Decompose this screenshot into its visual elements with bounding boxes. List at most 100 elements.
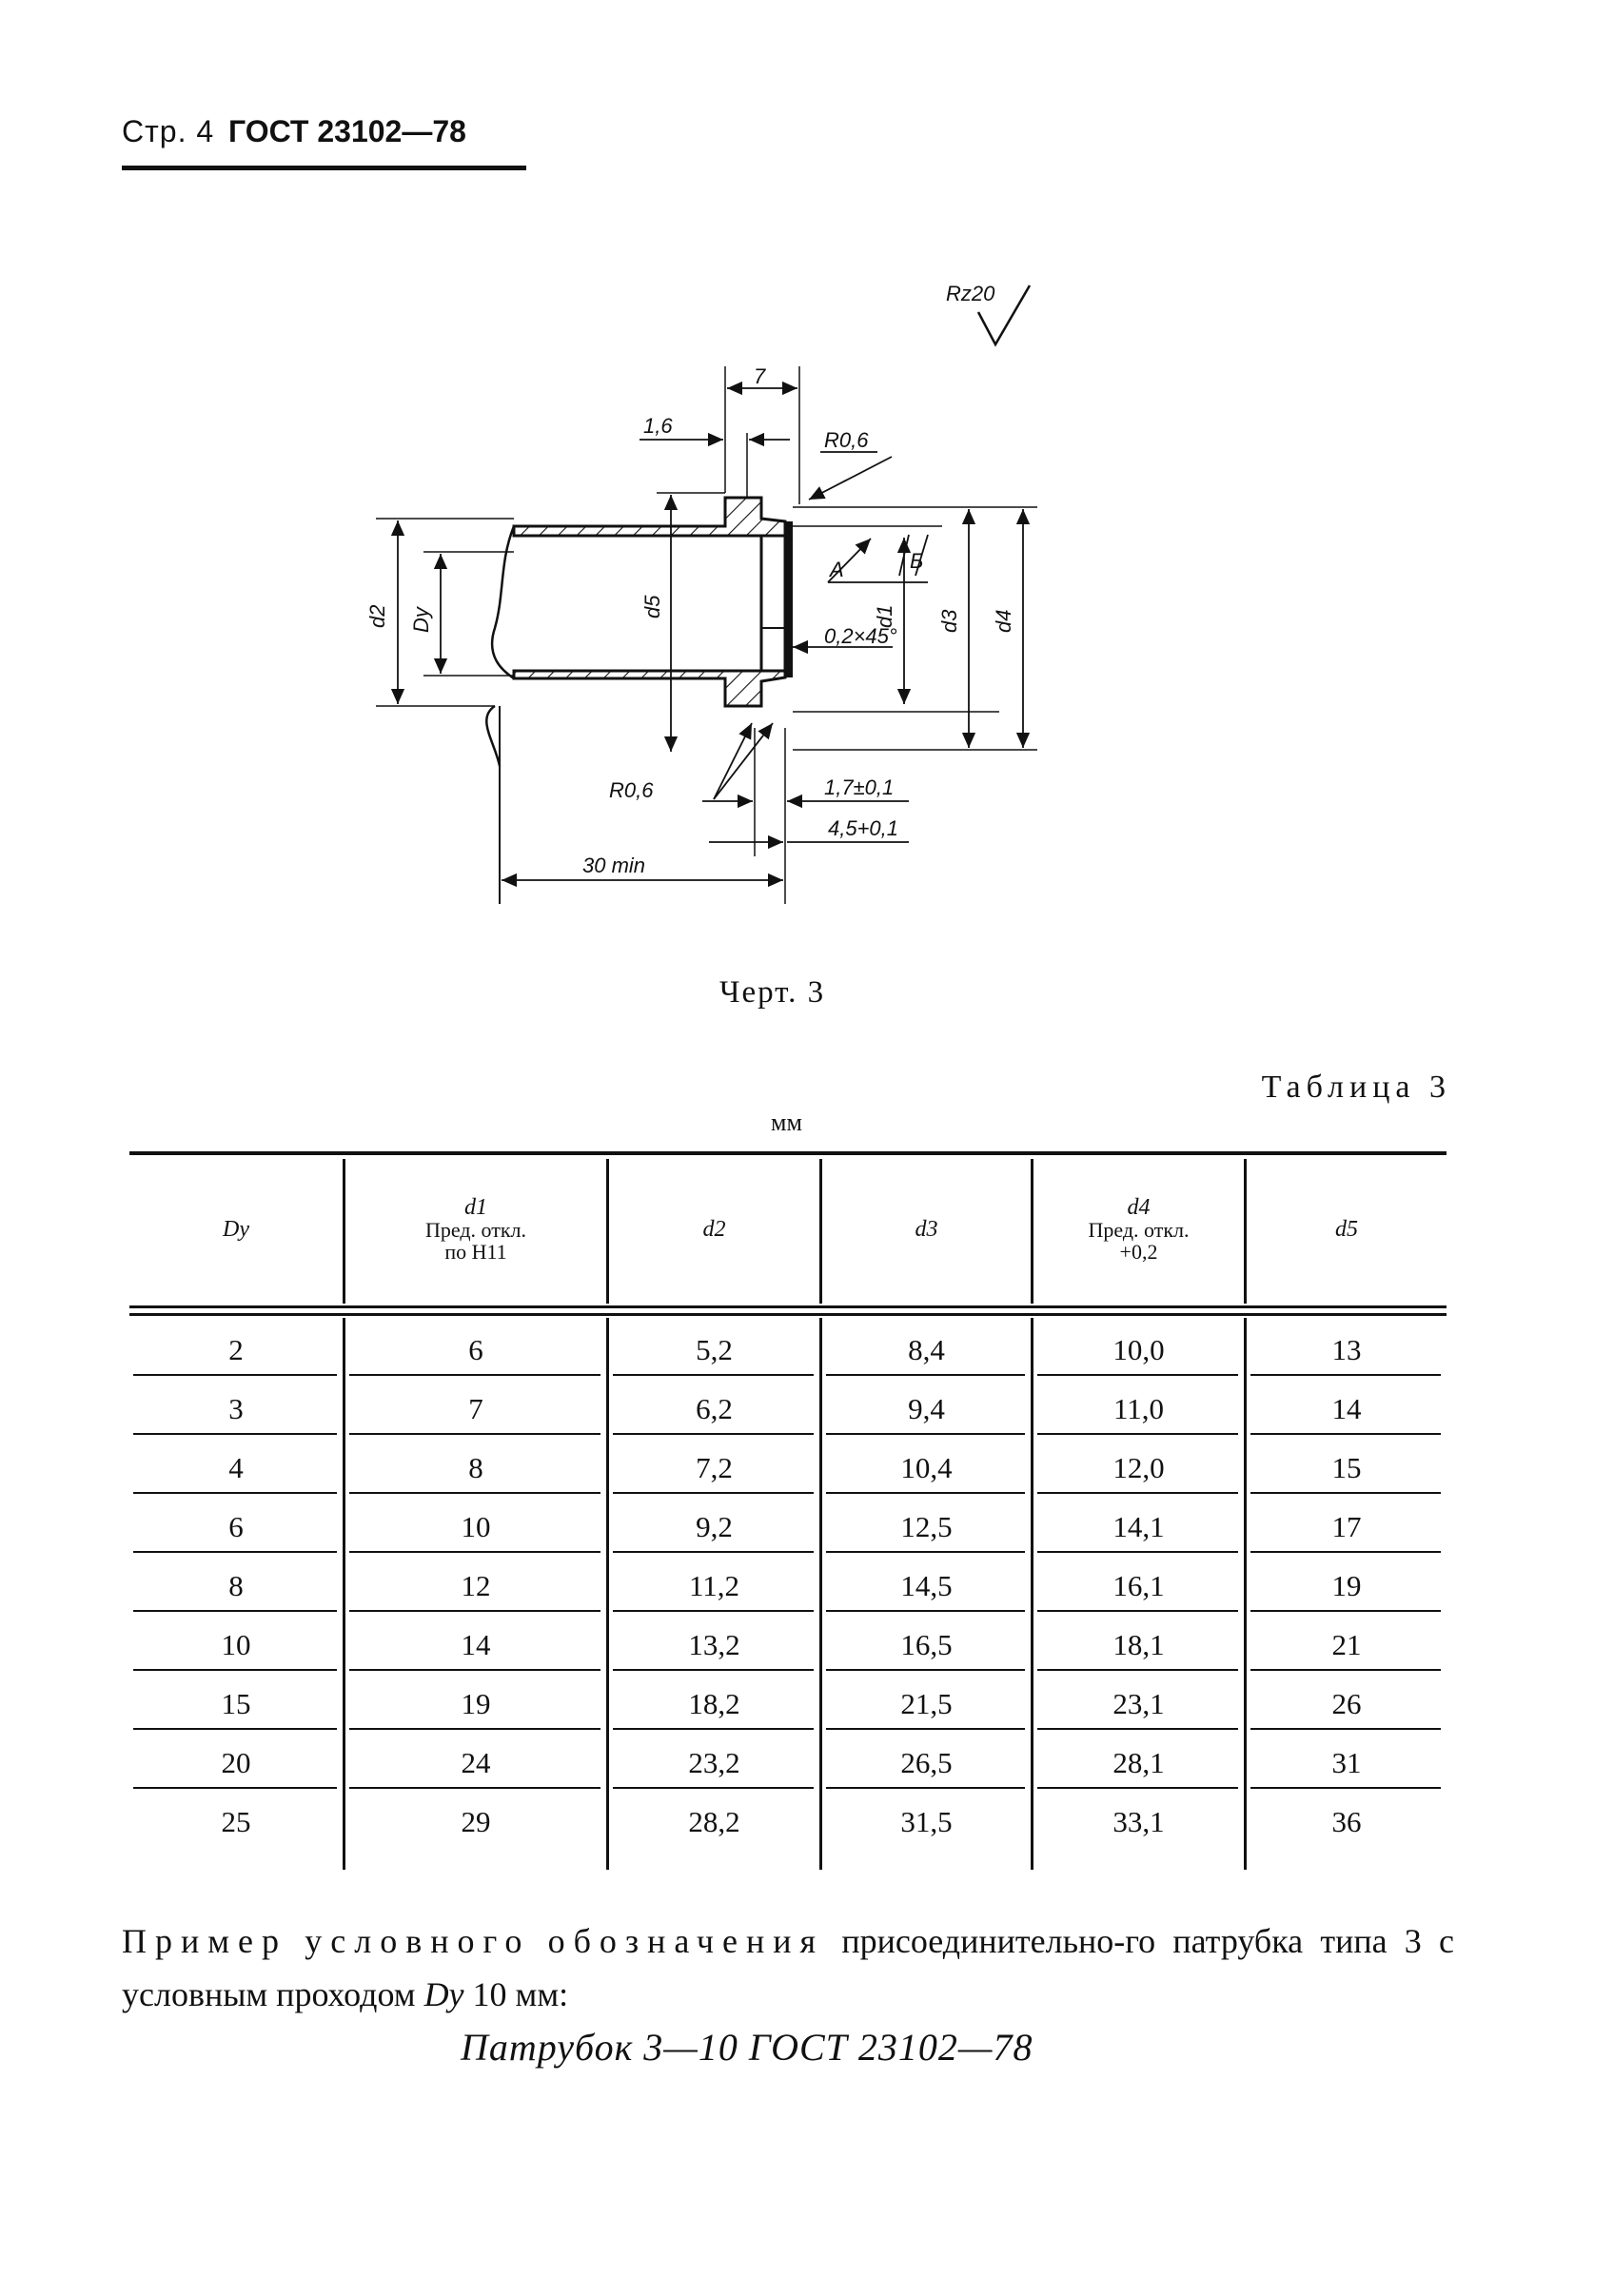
label-d5: d5: [640, 595, 664, 618]
row-underline: [1037, 1492, 1238, 1494]
dim-radius-top: R0,6: [824, 428, 869, 452]
label-d3: d3: [937, 609, 961, 633]
row-underline: [133, 1787, 337, 1789]
row-underline: [613, 1669, 814, 1671]
row-underline: [613, 1492, 814, 1494]
example-paragraph: Пример условного обозначения присоединит…: [122, 1914, 1454, 2021]
cell-d5: 15: [1331, 1451, 1362, 1484]
cell-d2: 5,2: [696, 1333, 733, 1366]
cell-d4: 14,1: [1112, 1510, 1165, 1543]
cell-d2: 18,2: [688, 1687, 740, 1720]
row-underline: [826, 1492, 1025, 1494]
row-underline: [613, 1787, 814, 1789]
cell-dy: 2: [228, 1333, 244, 1366]
row-underline: [133, 1551, 337, 1553]
row-underline: [133, 1492, 337, 1494]
label-d2: d2: [365, 605, 389, 628]
cell-d1: 7: [468, 1392, 483, 1425]
cell-d5: 26: [1331, 1687, 1362, 1720]
cell-d1: 29: [461, 1805, 491, 1838]
row-underline: [349, 1492, 600, 1494]
cell-d3: 31,5: [900, 1805, 953, 1838]
column-divider: [819, 1159, 822, 1304]
part-section: [485, 496, 793, 904]
dim-length: 30 min: [582, 854, 645, 877]
header-d1: d1 Пред. откл. по H11: [424, 1194, 527, 1264]
cell-d4: 16,1: [1112, 1569, 1165, 1602]
cell-d4: 28,1: [1112, 1746, 1165, 1779]
cell-d1: 8: [468, 1451, 483, 1484]
table-top-rule: [129, 1151, 1447, 1155]
table-header-rule-2: [129, 1313, 1447, 1316]
table-header-rule: [129, 1305, 1447, 1308]
row-underline: [1250, 1669, 1441, 1671]
row-underline: [1037, 1728, 1238, 1730]
surface-b-label: Б: [910, 549, 923, 573]
row-underline: [1037, 1787, 1238, 1789]
cell-d5: 17: [1331, 1510, 1362, 1543]
cell-d4: 18,1: [1112, 1628, 1165, 1661]
cell-d5: 14: [1331, 1392, 1362, 1425]
cell-d2: 11,2: [688, 1569, 740, 1602]
cell-d5: 13: [1331, 1333, 1362, 1366]
row-underline: [349, 1728, 600, 1730]
cell-d4: 11,0: [1112, 1392, 1165, 1425]
row-underline: [349, 1787, 600, 1789]
cell-dy: 3: [228, 1392, 244, 1425]
drawing-caption: Черт. 3: [719, 975, 826, 1010]
page-number: Стр. 4: [122, 114, 215, 148]
row-underline: [1250, 1787, 1441, 1789]
cell-d1: 14: [461, 1628, 491, 1661]
cell-d2: 6,2: [696, 1392, 733, 1425]
row-underline: [1250, 1610, 1441, 1612]
roughness-symbol: Rz20: [946, 282, 1032, 347]
cell-d3: 12,5: [900, 1510, 953, 1543]
row-underline: [826, 1551, 1025, 1553]
column-divider: [343, 1159, 345, 1304]
row-underline: [1250, 1551, 1441, 1553]
row-underline: [133, 1433, 337, 1435]
column-divider: [1244, 1318, 1247, 1870]
row-underline: [133, 1374, 337, 1376]
table-title: Таблица 3: [1261, 1070, 1451, 1105]
header-d5: d5: [1335, 1216, 1358, 1242]
cell-d3: 16,5: [900, 1628, 953, 1661]
header-d4: d4 Пред. откл. +0,2: [1088, 1194, 1190, 1264]
row-underline: [1250, 1374, 1441, 1376]
dim-7: 7: [754, 364, 766, 388]
row-underline: [613, 1610, 814, 1612]
example-word-2: условного: [305, 1922, 531, 1960]
cell-d2: 13,2: [688, 1628, 740, 1661]
cell-d5: 21: [1331, 1628, 1362, 1661]
row-underline: [613, 1433, 814, 1435]
dim-1-7: 1,7±0,1: [824, 775, 894, 799]
cell-dy: 25: [221, 1805, 251, 1838]
dim-1-6: 1,6: [643, 414, 673, 438]
cell-d3: 10,4: [900, 1451, 953, 1484]
dim-radius-bottom: R0,6: [609, 778, 654, 802]
roughness-label: Rz20: [946, 282, 995, 305]
cell-d1: 10: [461, 1510, 491, 1543]
column-divider: [606, 1159, 609, 1304]
label-d4: d4: [992, 610, 1015, 633]
column-divider: [1244, 1159, 1247, 1304]
cell-d1: 6: [468, 1333, 483, 1366]
cell-d1: 12: [461, 1569, 491, 1602]
designation-example: Патрубок 3—10 ГОСТ 23102—78: [461, 2026, 1033, 2069]
cell-d4: 12,0: [1112, 1451, 1165, 1484]
cell-d2: 23,2: [688, 1746, 740, 1779]
row-underline: [826, 1728, 1025, 1730]
row-underline: [133, 1728, 337, 1730]
standard-number: ГОСТ 23102—78: [228, 114, 466, 148]
cell-d4: 10,0: [1112, 1333, 1165, 1366]
row-underline: [133, 1669, 337, 1671]
cell-dy: 15: [221, 1687, 251, 1720]
example-word-1: Пример: [122, 1922, 288, 1960]
row-underline: [1250, 1433, 1441, 1435]
cell-d4: 33,1: [1112, 1805, 1165, 1838]
cell-d3: 9,4: [908, 1392, 945, 1425]
